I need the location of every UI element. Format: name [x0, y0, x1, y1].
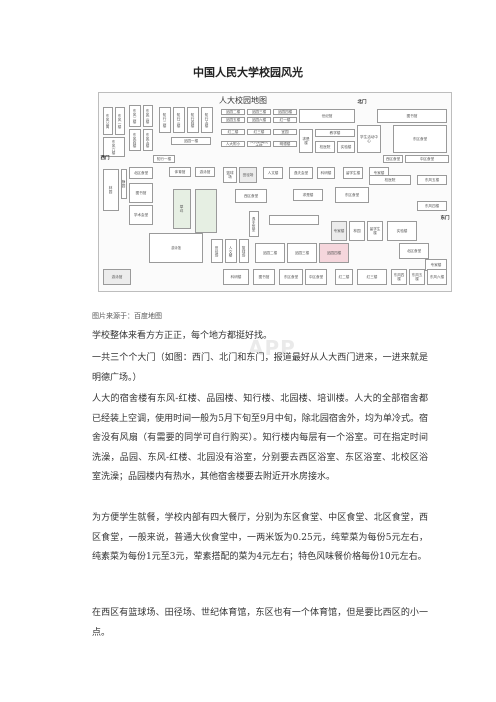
map-building: 中区食堂 — [305, 269, 327, 285]
map-building: 北区食堂 — [129, 167, 153, 179]
map-building: 人大附小 — [221, 141, 245, 147]
map-building: 静园 — [121, 169, 127, 199]
map-building: 红三楼 — [357, 269, 387, 285]
map-building: 留学生楼 — [367, 221, 383, 241]
map-building: 学生活动中心 — [357, 125, 381, 153]
paragraph: 一共三个个大门（如图：西门、北门和东门，报道最好从人大西门进来，一进来就是明德广… — [92, 353, 428, 383]
map-building: 留学生楼 — [343, 167, 363, 179]
map-building: 求是楼 — [293, 189, 323, 201]
map-building: 东风五楼 — [417, 175, 447, 185]
east-gate-label: 东门 — [440, 216, 450, 221]
map-building: 林园 — [103, 169, 119, 211]
map-building — [269, 215, 319, 225]
map-building: 东风六楼 — [103, 137, 125, 157]
map-building: 红三楼 — [247, 129, 271, 135]
map-building: 明德楼 — [273, 141, 297, 147]
map-building: 逸夫会堂 — [289, 167, 313, 179]
map-building: 东风二楼 — [129, 105, 141, 127]
map-building: 林园 — [349, 221, 365, 241]
map-building: 人大新闻院大楼 — [247, 141, 271, 147]
map-building: 游泳馆 — [103, 269, 131, 285]
map-building: 人文楼 — [263, 167, 283, 179]
map-building: 东风三楼 — [143, 105, 153, 127]
map-building: 校医院 — [315, 141, 335, 153]
west-gate-label: 西门 — [100, 156, 110, 161]
map-building: 品园四楼 — [319, 243, 349, 263]
map-building: 学术会堂 — [129, 205, 153, 225]
map-building: 教学楼 — [315, 129, 355, 137]
map-building: 实验楼 — [337, 141, 355, 153]
map-building: 中区食堂 — [405, 155, 449, 163]
north-gate-label: 北门 — [357, 100, 367, 105]
map-building: 知行三楼 — [173, 107, 185, 133]
map-building: 知行四楼 — [187, 107, 199, 133]
map-building: 校医院 — [369, 175, 411, 185]
map-building: 品园三楼 — [247, 109, 271, 115]
map-building: 东风四楼 — [129, 129, 141, 151]
map-building: 东风六楼 — [427, 269, 447, 285]
map-building: 东风四楼 — [417, 201, 447, 211]
paragraph: 在西区有篮球场、田径场、世纪体育馆，东区也有一个体育馆，但是要比西区的小一点。 — [92, 608, 428, 638]
map-building: 品园三楼 — [287, 243, 317, 263]
map-building: 红二楼 — [335, 269, 353, 285]
map-building: 东区食堂 — [393, 125, 447, 153]
map-building: 品园一楼 — [171, 137, 211, 145]
map-title: 人大校园地图 — [219, 96, 267, 105]
map-building: 品园二楼 — [255, 243, 285, 263]
map-building: 草坪 — [173, 189, 191, 229]
map-building: 篮球场 — [223, 167, 237, 183]
map-building: 逸夫会堂 — [249, 211, 259, 237]
paragraph: 学校整体来看方方正正，每个地方都挺好找。 — [92, 331, 273, 341]
map-building — [195, 189, 217, 233]
map-building: 北区食堂 — [399, 243, 429, 259]
map-building: 品园六楼 — [247, 117, 271, 123]
map-building: 东风五楼 — [143, 129, 153, 151]
map-building: 图书馆 — [253, 269, 275, 285]
map-building: 世纪馆 — [299, 109, 355, 123]
map-building: 东风四楼 — [391, 269, 407, 285]
map-building: 知行一楼 — [153, 155, 175, 163]
paragraph: 为方便学生就餐，学校内部有四大餐厅，分别为东区食堂、中区食堂、北区食堂，西区食堂… — [92, 513, 428, 562]
map-building: 红一楼 — [273, 117, 297, 123]
map-building: 东区食堂 — [335, 187, 369, 203]
map-building: 田径场 — [239, 167, 257, 183]
map-building: 专家楼 — [331, 221, 347, 241]
map-building: 图书馆 — [129, 183, 153, 203]
map-building: 游泳馆 — [195, 167, 215, 177]
map-building: 田径场 — [211, 239, 223, 263]
map-building: 实验楼 — [387, 221, 417, 241]
map-building: 品园四楼 — [273, 109, 297, 115]
map-building: 品园二楼 — [221, 109, 245, 115]
map-building: 人文楼 — [225, 239, 237, 263]
map-building: 篮球场 — [239, 239, 249, 263]
map-building: 东区食堂 — [279, 269, 303, 285]
map-building: 宜园 — [273, 129, 297, 135]
campus-map: 人大校园地图 东风公寓 东风一楼 东风二楼 东风三楼 东风四楼 东风五楼 东风六… — [98, 92, 452, 292]
map-schedule: 游泳馆 — [149, 233, 203, 263]
page-title: 中国人民大学校园风光 — [193, 66, 303, 79]
map-building: 专家楼 — [425, 259, 447, 271]
image-caption: 图片来源于：百度地图 — [92, 312, 162, 320]
map-building: 图书馆 — [377, 109, 447, 123]
map-building: 东风公寓 — [103, 107, 113, 135]
map-building: 知行二楼 — [159, 107, 171, 133]
map-building: 西区食堂 — [383, 155, 403, 163]
map-building: 东风五楼 — [409, 269, 425, 285]
watermark-text: APP — [248, 336, 296, 360]
map-building: 体育馆 — [169, 167, 191, 177]
map-building: 西区食堂 — [235, 189, 267, 203]
map-building: 知行五楼 — [201, 107, 213, 133]
map-building: 红二楼 — [221, 129, 245, 135]
map-building: 科研楼 — [317, 167, 335, 179]
map-building: 东风一楼 — [115, 107, 125, 135]
map-building: 科研楼 — [223, 269, 249, 285]
map-building: 求是楼 — [299, 129, 313, 153]
map-building: 品园五楼 — [221, 117, 245, 123]
paragraph: 人大的宿舍楼有东风-红楼、品园楼、知行楼、北园楼、培训楼。人大的全部宿舍都已经装… — [92, 394, 428, 482]
